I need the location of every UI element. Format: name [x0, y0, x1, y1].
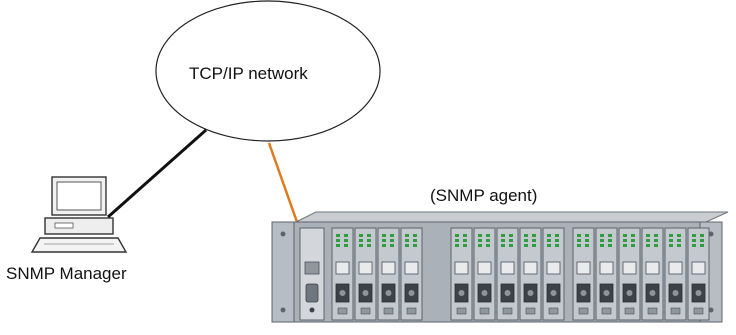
rack-chassis-icon: [271, 211, 729, 323]
chassis-slot-module: [377, 227, 400, 321]
chassis-slot-module: [400, 227, 423, 321]
chassis-slot-module: [519, 227, 542, 321]
computer-icon: [30, 176, 128, 253]
chassis-slot-module: [641, 227, 664, 321]
chassis-slot-module: [331, 227, 354, 321]
chassis-slot-module: [618, 227, 641, 321]
agent-label: (SNMP agent): [430, 186, 538, 205]
chassis-slot-module: [354, 227, 377, 321]
chassis-slot-module: [572, 227, 595, 321]
chassis-slot-module: [664, 227, 687, 321]
chassis-slot-module: [595, 227, 618, 321]
chassis-slot-module: [496, 227, 519, 321]
network-label: TCP/IP network: [189, 64, 308, 83]
network-cloud-ellipse: [155, 0, 381, 142]
chassis-slot-module: [473, 227, 496, 321]
chassis-slot-module: [687, 227, 710, 321]
manager-label: SNMP Manager: [6, 264, 127, 283]
chassis-slot-module: [542, 227, 565, 321]
manager-network-link: [107, 128, 207, 219]
chassis-slot-module: [450, 227, 473, 321]
